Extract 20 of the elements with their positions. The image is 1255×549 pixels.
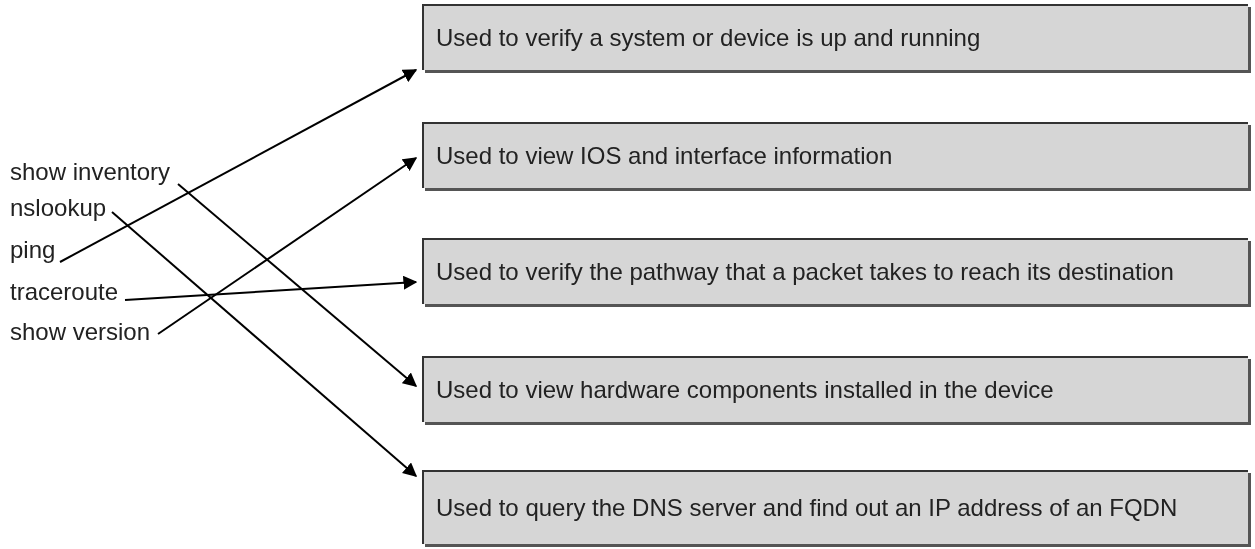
description-box — [422, 4, 1248, 70]
arrow — [124, 275, 418, 301]
description-box — [422, 356, 1248, 422]
description-box — [422, 470, 1248, 544]
description-text: Used to verify a system or device is up and running — [436, 23, 981, 53]
description-text: Used to verify the pathway that a packet takes to reach its destination — [436, 257, 1174, 287]
description-box — [422, 238, 1248, 304]
description-box — [422, 122, 1248, 188]
arrow — [177, 183, 418, 387]
command-label: ping — [10, 234, 58, 266]
description-text: Used to query the DNS server and find out an IP address of an FQDN — [436, 493, 1178, 523]
arrow — [157, 157, 418, 335]
command-label: show inventory — [10, 156, 176, 188]
description-text: Used to view hardware components installed in the device — [436, 375, 1054, 405]
arrow — [111, 211, 418, 477]
arrow — [59, 69, 418, 263]
command-label: traceroute — [10, 276, 123, 308]
command-label: nslookup — [10, 192, 110, 224]
command-label: show version — [10, 316, 156, 348]
description-text: Used to view IOS and interface information — [436, 141, 893, 171]
